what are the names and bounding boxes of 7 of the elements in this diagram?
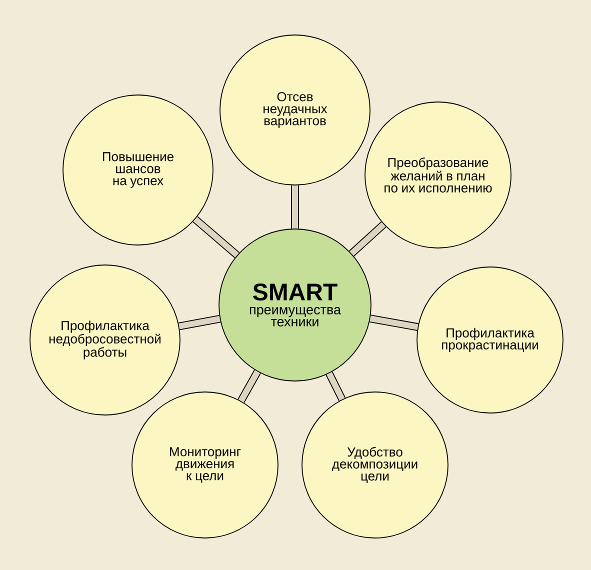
- connector-bar: [178, 315, 221, 330]
- connector-bar: [370, 314, 418, 331]
- connector-bar: [291, 185, 299, 229]
- connector-bar: [348, 222, 386, 256]
- connector-bar: [192, 216, 240, 258]
- connector-bar: [326, 372, 346, 402]
- connector-bar: [238, 370, 261, 403]
